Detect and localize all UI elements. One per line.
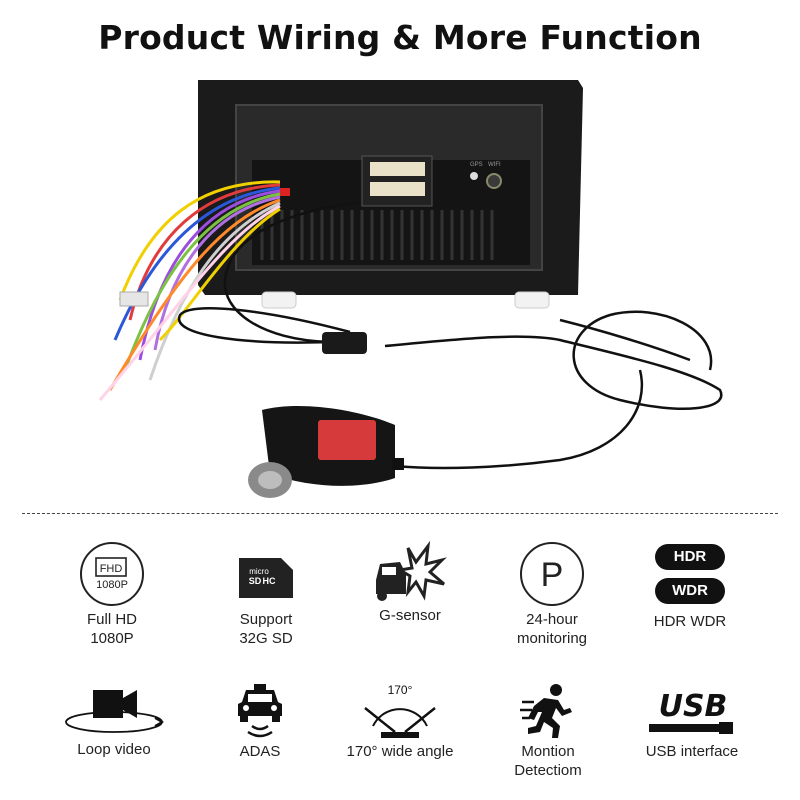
feature-label-wide-angle: 170° wide angle xyxy=(346,743,454,760)
feature-24h-monitoring: P 24-hour monitoring xyxy=(482,538,622,648)
wide-angle-icon: 170° xyxy=(364,683,436,738)
svg-text:P: P xyxy=(541,556,564,594)
dash-cam-cable xyxy=(177,200,723,470)
feature-usb-interface: USB USB interface xyxy=(622,686,762,761)
section-divider xyxy=(22,513,778,514)
wiring-harness xyxy=(98,180,281,401)
adas-car-icon xyxy=(238,684,282,738)
svg-text:1080P: 1080P xyxy=(96,579,128,591)
dash-cam-unit xyxy=(248,405,404,498)
feature-full-hd: FHD 1080P Full HD 1080P xyxy=(42,538,182,648)
feature-label-sd-support: Support 32G SD xyxy=(239,611,293,647)
feature-wide-angle: 170° 170° wide angle xyxy=(330,680,470,761)
svg-text:USB: USB xyxy=(659,689,728,724)
svg-text:micro: micro xyxy=(249,567,269,576)
feature-label-adas: ADAS xyxy=(239,743,281,760)
micro-sd-card-icon: micro SD HC xyxy=(239,558,293,598)
svg-text:SD: SD xyxy=(249,576,262,586)
car-crash-icon xyxy=(376,540,447,601)
feature-loop-video: Loop video xyxy=(44,684,184,759)
feature-g-sensor: G-sensor xyxy=(340,540,480,625)
feature-hdr-wdr: HDR WDR HDR WDR xyxy=(620,544,760,631)
feature-label-24h-monitoring: 24-hour monitoring xyxy=(516,611,588,647)
feature-label-full-hd: Full HD 1080P xyxy=(86,611,137,647)
wdr-badge: WDR xyxy=(655,578,725,604)
feature-sd-support: micro SD HC Support 32G SD xyxy=(196,540,336,648)
hdr-badge: HDR xyxy=(655,544,725,570)
cable-connector xyxy=(322,332,367,354)
svg-text:170°: 170° xyxy=(388,683,413,697)
svg-text:FHD: FHD xyxy=(100,563,123,575)
running-person-icon xyxy=(520,684,572,738)
parking-p-icon: P xyxy=(520,542,584,606)
gps-port-label: GPS xyxy=(470,162,483,168)
feature-motion-detection: Montion Detectiom xyxy=(478,682,618,780)
feature-label-hdr-wdr: HDR WDR xyxy=(653,613,727,630)
head-unit-rear: GPS WIFI xyxy=(198,80,583,309)
fhd-1080p-icon: FHD 1080P xyxy=(80,542,144,606)
wifi-port-label: WIFI xyxy=(488,162,501,168)
loop-video-camera-icon xyxy=(65,690,165,733)
svg-text:HC: HC xyxy=(263,576,276,586)
feature-label-motion-detection: Montion Detectiom xyxy=(514,743,582,779)
feature-label-usb-interface: USB interface xyxy=(645,743,739,760)
feature-label-loop-video: Loop video xyxy=(77,741,151,758)
usb-icon: USB xyxy=(649,689,733,734)
product-wiring-illustration: GPS WIFI xyxy=(98,80,723,498)
feature-label-g-sensor: G-sensor xyxy=(379,607,441,624)
page-title: Product Wiring & More Function xyxy=(98,18,702,57)
feature-adas: ADAS xyxy=(190,680,330,761)
